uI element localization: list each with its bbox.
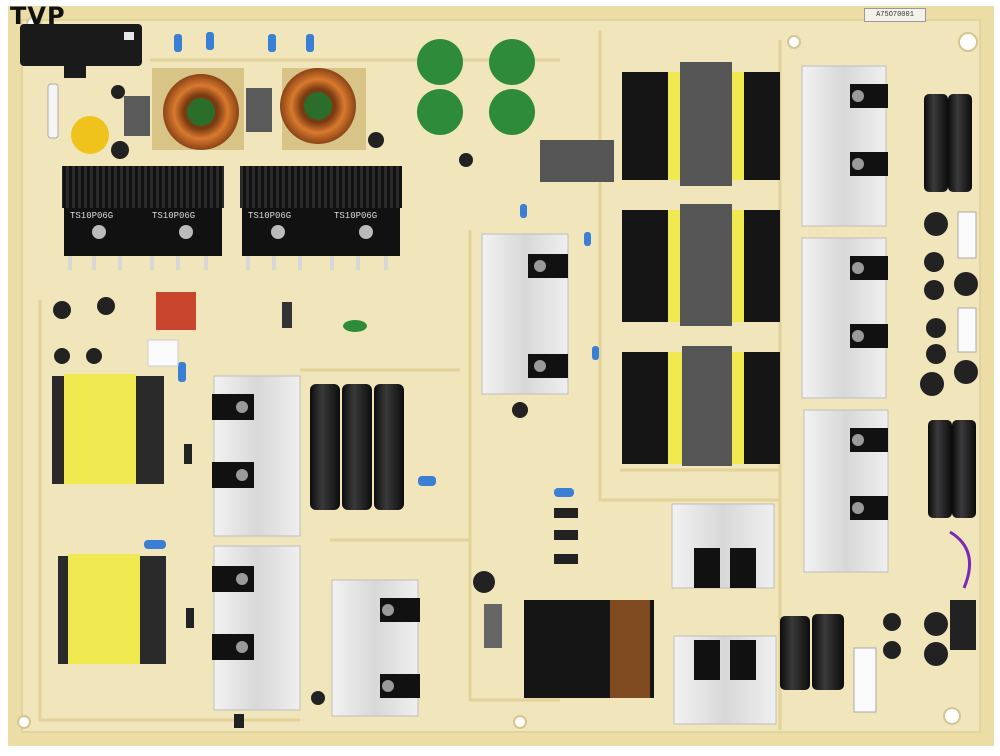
board-sticker: A75O70001 xyxy=(864,8,926,22)
power-inlet-icon xyxy=(20,24,142,78)
connector-icon xyxy=(853,211,977,713)
heatsink-print: TS10P06G xyxy=(248,211,291,221)
heatsink-print: TS10P06G xyxy=(334,211,377,221)
mounting-screws xyxy=(236,90,864,692)
connector-icon xyxy=(147,339,179,367)
heatsink-print: TS10P06G xyxy=(70,211,113,221)
transformer-icon xyxy=(52,374,166,664)
watermark-logo: TVP xyxy=(10,2,66,30)
ceramic-capacitors xyxy=(144,32,599,549)
varistor-icon xyxy=(343,39,535,332)
power-transistors xyxy=(212,84,888,698)
fuse xyxy=(47,83,59,139)
relay xyxy=(484,604,502,648)
resistor-pack xyxy=(156,292,196,330)
x-capacitor xyxy=(71,116,109,154)
transformer-icon xyxy=(524,62,780,698)
heatsink-icon xyxy=(62,166,402,270)
jumper-wire xyxy=(949,530,972,589)
choke-coil-icon xyxy=(152,68,366,150)
relay xyxy=(246,88,272,132)
relay xyxy=(124,96,150,136)
smd-diodes xyxy=(184,444,578,728)
capacitor-icon xyxy=(53,85,978,705)
mosfet-bank xyxy=(540,140,614,182)
connector-icon xyxy=(950,600,976,650)
diode xyxy=(282,302,292,328)
capacitor-icon xyxy=(310,94,976,690)
heatsink-print: TS10P06G xyxy=(152,211,195,221)
